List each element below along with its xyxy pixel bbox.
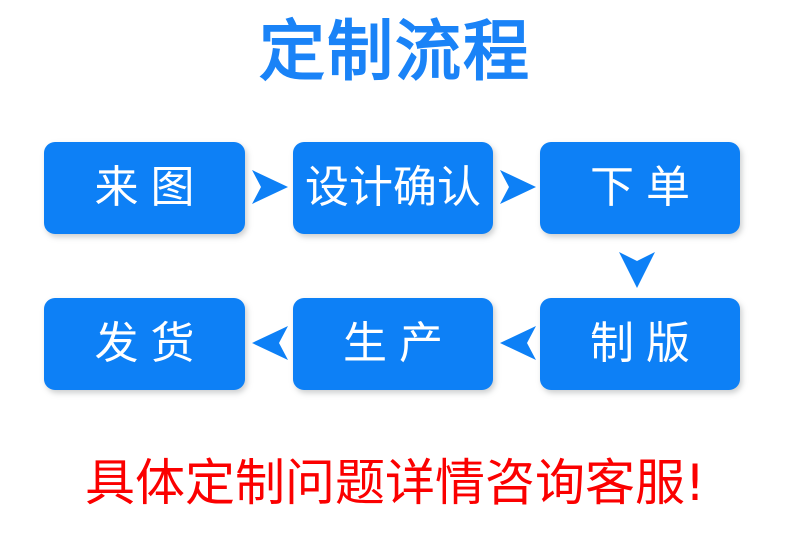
flow-step-plate-making[interactable]: 制版 bbox=[540, 298, 740, 390]
flow-step-production[interactable]: 生产 bbox=[293, 298, 493, 390]
flow-step-label: 设计确认 bbox=[305, 162, 481, 213]
flow-row-2: 发货 生产 制版 bbox=[0, 298, 790, 390]
arrow-right-icon bbox=[250, 164, 290, 210]
flow-step-shipping[interactable]: 发货 bbox=[44, 298, 245, 390]
flow-row-1: 来图 设计确认 下单 bbox=[0, 142, 790, 234]
flow-step-place-order[interactable]: 下单 bbox=[540, 142, 740, 234]
arrow-right-icon bbox=[498, 164, 538, 210]
arrow-down-icon bbox=[615, 250, 659, 290]
flow-step-label: 生产 bbox=[343, 318, 455, 369]
flow-step-receive-image[interactable]: 来图 bbox=[44, 142, 245, 234]
page-title: 定制流程 bbox=[259, 13, 531, 90]
flow-step-label: 发货 bbox=[94, 318, 207, 369]
flow-step-label: 制版 bbox=[590, 318, 702, 369]
arrow-left-icon bbox=[498, 320, 538, 366]
flow-step-label: 下单 bbox=[590, 162, 702, 213]
arrow-left-icon bbox=[250, 320, 290, 366]
flow-step-label: 来图 bbox=[94, 162, 207, 213]
flow-step-design-confirm[interactable]: 设计确认 bbox=[293, 142, 493, 234]
footer-note: 具体定制问题详情咨询客服! bbox=[84, 454, 706, 512]
